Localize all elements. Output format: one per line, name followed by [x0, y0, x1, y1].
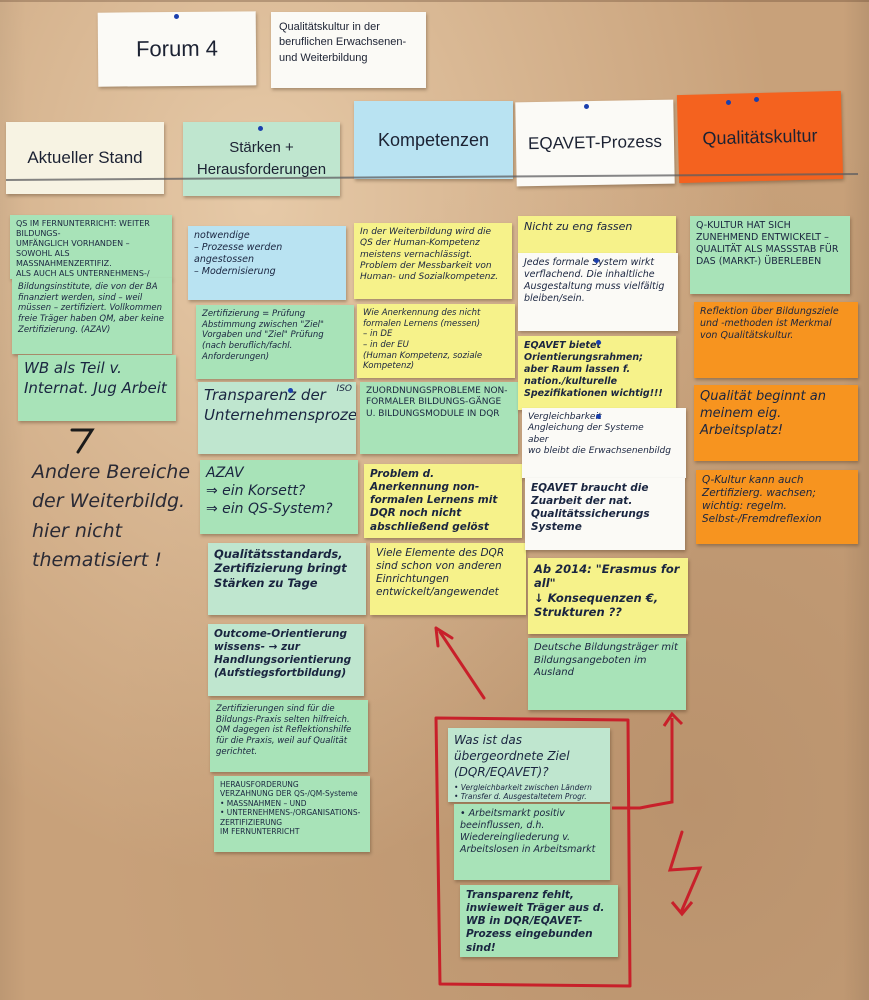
card-text: QS IM FERNUNTERRICHT: WEITER BILDUNGS- U…: [16, 219, 150, 278]
card-text: Transparenz der Unternehmensprozesse: [204, 386, 356, 424]
column-header-aktueller-stand: Aktueller Stand: [6, 122, 164, 194]
card-text: Vergleichbarkeit Angleichung der Systeme…: [528, 412, 671, 456]
card-text: notwendige – Prozesse werden angestossen…: [194, 230, 283, 277]
card-zuordnungsprobleme: ZUORDNUNGSPROBLEME NON-FORMALER BILDUNGS…: [360, 382, 518, 454]
iso-label: ISO: [336, 384, 352, 394]
card-text: Ab 2014: "Erasmus for all" ↓ Konsequenze…: [534, 562, 680, 620]
card-text: Zertifizierung = Prüfung Abstimmung zwis…: [202, 309, 324, 362]
card-text: • Arbeitsmarkt positiv beeinflussen, d.h…: [460, 808, 596, 855]
pin: [726, 100, 731, 105]
card-qs-fernunterricht: QS IM FERNUNTERRICHT: WEITER BILDUNGS- U…: [10, 215, 172, 279]
card-text: Nicht zu eng fassen: [524, 220, 633, 233]
paper-edge: [0, 0, 869, 2]
card-azav: AZAV ⇒ ein Korsett? ⇒ ein QS-System?: [200, 460, 358, 534]
card-uebergeordnetes-ziel: Was ist das übergeordnete Ziel (DQR/EQAV…: [448, 728, 610, 802]
card-text: Q-KULTUR HAT SICH ZUNEHMEND ENTWICKELT –…: [696, 220, 839, 267]
card-text: Qualitätsstandards, Zertifizierung bring…: [214, 547, 347, 590]
pin: [174, 14, 179, 19]
red-connector-line: [612, 718, 674, 810]
card-herausforderung: HERAUSFORDERUNG VERZAHNUNG DER QS-/QM-Sy…: [214, 776, 370, 852]
card-subtext: • Vergleichbarkeit zwischen Ländern • Tr…: [454, 782, 592, 802]
card-eqavet-orientierung: EQAVET bietet Orientierungsrahmen; aber …: [518, 336, 676, 410]
card-text: Outcome-Orientierung wissens- → zur Hand…: [214, 628, 352, 680]
card-text: Deutsche Bildungsträger mit Bildungsange…: [534, 642, 678, 678]
red-arrowhead-icon: [434, 626, 454, 648]
card-q-kultur-entwickelt: Q-KULTUR HAT SICH ZUNEHMEND ENTWICKELT –…: [690, 216, 850, 294]
card-text: Was ist das übergeordnete Ziel (DQR/EQAV…: [454, 733, 570, 780]
card-text: AZAV ⇒ ein Korsett? ⇒ ein QS-System?: [206, 465, 333, 518]
card-problem-anerkennung: Problem d. Anerkennung non-formalen Lern…: [364, 464, 522, 538]
card-eqavet-zuarbeit: EQAVET braucht die Zuarbeit der nat. Qua…: [525, 478, 685, 550]
handwritten-note-andere-bereiche: Andere Bereiche der Weiterbildg. hier ni…: [32, 461, 191, 572]
card-text: EQAVET bietet Orientierungsrahmen; aber …: [524, 340, 663, 399]
card-text: In der Weiterbildung wird die QS der Hum…: [360, 227, 499, 282]
black-arrow-icon: [70, 428, 95, 454]
column-header-label: Kompetenzen: [377, 129, 490, 150]
card-vergleichbarkeit: Vergleichbarkeit Angleichung der Systeme…: [522, 408, 686, 478]
pin: [594, 258, 599, 263]
card-text: Viele Elemente des DQR sind schon von an…: [376, 547, 505, 599]
pin: [596, 414, 601, 419]
column-header-label: Stärken + Herausforderungen: [196, 138, 327, 179]
topic-card: Qualitätskultur in der beruflichen Erwac…: [271, 12, 426, 88]
red-lightning-arrow-icon: [670, 901, 694, 917]
card-text: Problem d. Anerkennung non-formalen Lern…: [370, 468, 498, 533]
card-outcome-orientierung: Outcome-Orientierung wissens- → zur Hand…: [208, 624, 364, 696]
pin: [596, 340, 601, 345]
card-transparenz-fehlt: Transparenz fehlt, inwieweit Träger aus …: [460, 885, 618, 957]
card-text: WB als Teil v. Internat. Jug Arbeit: [24, 359, 167, 397]
red-box-frame: [434, 716, 632, 988]
card-elemente-dqr: Viele Elemente des DQR sind schon von an…: [370, 543, 526, 615]
card-text: Bildungsinstitute, die von der BA finanz…: [18, 282, 164, 335]
card-text: Zertifizierungen sind für die Bildungs-P…: [216, 704, 352, 757]
pin: [288, 388, 293, 393]
card-formale-system: Jedes formale System wirkt verflachend. …: [518, 253, 678, 331]
card-zertifizierung-pruefung: Zertifizierung = Prüfung Abstimmung zwis…: [196, 305, 354, 379]
card-arbeitsmarkt: • Arbeitsmarkt positiv beeinflussen, d.h…: [454, 804, 610, 880]
card-q-kultur-zertifizierung: Q-Kultur kann auch Zertifizierg. wachsen…: [696, 470, 858, 544]
red-connector-arrow-icon: [662, 711, 684, 727]
card-qualitaetsstandards: Qualitätsstandards, Zertifizierung bring…: [208, 543, 366, 615]
card-nicht-zu-eng: Nicht zu eng fassen: [518, 216, 676, 256]
card-text: Q-Kultur kann auch Zertifizierg. wachsen…: [702, 474, 822, 526]
red-lightning-icon: [667, 830, 703, 912]
card-text: Wie Anerkennung des nicht formalen Lerne…: [363, 308, 483, 372]
card-text: ZUORDNUNGSPROBLEME NON-FORMALER BILDUNGS…: [366, 386, 508, 419]
card-text: HERAUSFORDERUNG VERZAHNUNG DER QS-/QM-Sy…: [220, 780, 361, 836]
card-qs-human-kompetenz: In der Weiterbildung wird die QS der Hum…: [354, 223, 512, 299]
card-zertifizierungen-praxis: Zertifizierungen sind für die Bildungs-P…: [210, 700, 368, 772]
card-wb-teil: WB als Teil v. Internat. Jug Arbeit: [18, 355, 176, 421]
card-prozesse: notwendige – Prozesse werden angestossen…: [188, 226, 346, 300]
card-anerkennung-lernen: Wie Anerkennung des nicht formalen Lerne…: [357, 304, 515, 378]
card-bildungsinstitute: Bildungsinstitute, die von der BA finanz…: [12, 278, 172, 354]
red-arrow-icon: [438, 630, 486, 700]
column-header-staerken: Stärken + Herausforderungen: [183, 122, 340, 196]
card-deutsche-bildungstraeger: Deutsche Bildungsträger mit Bildungsange…: [528, 638, 686, 710]
column-header-kompetenzen: Kompetenzen: [354, 101, 513, 179]
card-text: Jedes formale System wirkt verflachend. …: [524, 257, 665, 304]
card-erasmus: Ab 2014: "Erasmus for all" ↓ Konsequenze…: [528, 558, 688, 634]
card-text: EQAVET braucht die Zuarbeit der nat. Qua…: [531, 482, 650, 534]
card-text: Reflektion über Bildungsziele und -metho…: [700, 306, 839, 341]
column-header-label: Aktueller Stand: [27, 148, 143, 167]
pin: [584, 104, 589, 109]
topic-text: Qualitätskultur in der beruflichen Erwac…: [279, 21, 407, 64]
card-qualitaet-beginnt: Qualität beginnt an meinem eig. Arbeitsp…: [694, 385, 858, 461]
pin: [754, 97, 759, 102]
card-transparenz: Transparenz der Unternehmensprozesse ISO: [198, 382, 356, 454]
card-text: Transparenz fehlt, inwieweit Träger aus …: [466, 889, 605, 954]
pin: [258, 126, 263, 131]
card-text: Qualität beginnt an meinem eig. Arbeitsp…: [700, 389, 826, 438]
card-reflektion: Reflektion über Bildungsziele und -metho…: [694, 302, 858, 378]
